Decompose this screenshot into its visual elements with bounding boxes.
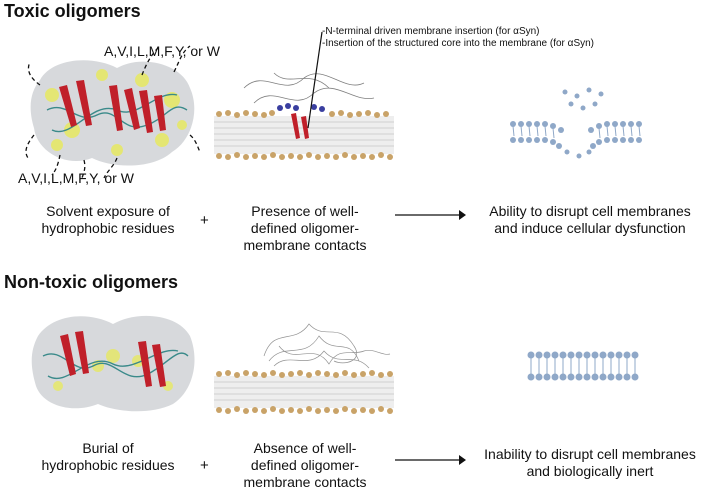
mutation-label-bottom: A,V,I,L,M,F,Y, or W bbox=[18, 170, 134, 186]
toxic-left-caption-line2: hydrophobic residues bbox=[41, 220, 175, 236]
toxic-middle-caption-line3: membrane contacts bbox=[243, 237, 367, 253]
annotation-note-line1: -N-terminal driven membrane insertion (f… bbox=[322, 26, 540, 37]
toxic-left-caption: Solvent exposure of hydrophobic residues bbox=[18, 203, 198, 237]
nontoxic-middle-caption-line1: Absence of well- bbox=[253, 440, 357, 456]
nontoxic-heading: Non-toxic oligomers bbox=[4, 272, 179, 292]
mutation-label-top: A,V,I,L,M,F,Y, or W bbox=[104, 43, 220, 59]
nontoxic-middle-caption: Absence of well- defined oligomer- membr… bbox=[225, 440, 385, 491]
annotation-note-line2: -Insertion of the structured core into t… bbox=[322, 38, 595, 49]
nontoxic-left-caption: Burial of hydrophobic residues bbox=[18, 440, 198, 474]
toxic-right-caption-line2: and induce cellular dysfunction bbox=[494, 220, 686, 236]
toxic-heading: Toxic oligomers bbox=[4, 1, 141, 21]
nontoxic-left-caption-line2: hydrophobic residues bbox=[41, 457, 175, 473]
annotation-pointer-line bbox=[307, 31, 323, 129]
intact-membrane-schematic bbox=[527, 351, 639, 381]
annotation-note: -N-terminal driven membrane insertion (f… bbox=[322, 26, 594, 50]
nontoxic-membrane-simulation bbox=[214, 323, 394, 414]
nontoxic-left-caption-line1: Burial of bbox=[82, 440, 134, 456]
toxic-membrane-simulation bbox=[214, 72, 394, 160]
toxic-plus-sign: + bbox=[200, 212, 209, 229]
toxic-middle-caption-line1: Presence of well- bbox=[251, 203, 359, 219]
disrupted-membrane-schematic bbox=[510, 87, 642, 159]
nontoxic-oligomer-structure bbox=[31, 315, 195, 412]
toxic-arrow bbox=[395, 210, 466, 220]
nontoxic-middle-caption-line2: defined oligomer- bbox=[250, 457, 360, 473]
nontoxic-right-caption-line2: and biologically inert bbox=[526, 463, 654, 479]
toxic-left-caption-line1: Solvent exposure of bbox=[46, 203, 170, 219]
toxic-oligomer-structure bbox=[25, 45, 201, 179]
toxic-right-caption: Ability to disrupt cell membranes and in… bbox=[474, 203, 706, 237]
nontoxic-middle-caption-line3: membrane contacts bbox=[243, 474, 367, 490]
toxic-middle-caption: Presence of well- defined oligomer- memb… bbox=[225, 203, 385, 254]
nontoxic-arrow bbox=[395, 455, 466, 465]
toxic-middle-caption-line2: defined oligomer- bbox=[250, 220, 360, 236]
nontoxic-right-caption-line1: Inability to disrupt cell membranes bbox=[484, 446, 696, 462]
nontoxic-right-caption: Inability to disrupt cell membranes and … bbox=[474, 446, 706, 480]
nontoxic-plus-sign: + bbox=[200, 457, 209, 474]
toxic-right-caption-line1: Ability to disrupt cell membranes bbox=[489, 203, 691, 219]
